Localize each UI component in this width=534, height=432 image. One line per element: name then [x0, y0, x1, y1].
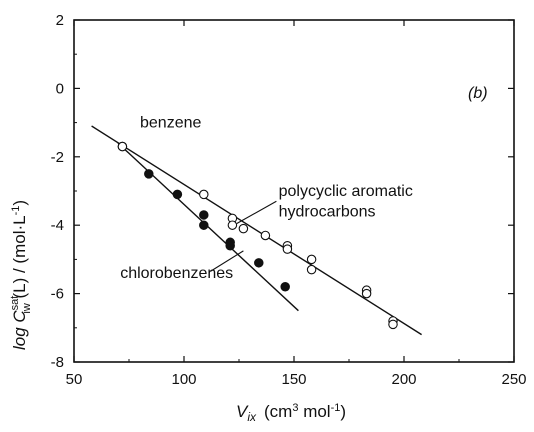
y-tick-label: -2 [51, 149, 64, 166]
y-tick-label: -4 [51, 217, 64, 234]
annotation-chlorobenzenes: chlorobenzenes [120, 265, 233, 282]
y-tick-label: 2 [56, 12, 64, 29]
pah-leader [236, 200, 277, 224]
y-tick-label: -8 [51, 354, 64, 371]
filled-data-point [225, 240, 235, 251]
annotation-pah-line1: polycyclic aromatic [279, 183, 413, 200]
filled-data-point [199, 210, 209, 220]
filled-data-point [280, 282, 290, 292]
open-data-point [238, 223, 249, 234]
open-data-point [361, 288, 372, 299]
y-tick-label: -6 [51, 286, 64, 303]
open-data-point [388, 319, 398, 330]
x-tick-label: 250 [501, 371, 526, 388]
x-tick-label: 50 [66, 371, 83, 388]
filled-data-point [172, 189, 183, 200]
open-data-point [199, 189, 209, 200]
y-axis-label: log Csatiw (L) / (mol·L-1) [9, 200, 33, 350]
open-data-point [260, 230, 271, 241]
chloro-leader [210, 250, 244, 272]
open-data-point [227, 220, 238, 230]
open-data-point [282, 244, 293, 254]
annotation-benzene: benzene [140, 115, 201, 132]
y-tick-label: 0 [56, 80, 64, 97]
open-data-point [306, 264, 317, 275]
filled-data-point [144, 169, 154, 179]
fit-line-2 [91, 125, 422, 336]
open-data-point [306, 254, 317, 265]
x-axis-label: Vix(cm3 mol-1) [236, 402, 346, 424]
x-tick-label: 150 [281, 371, 306, 388]
x-tick-label: 100 [171, 371, 196, 388]
annotation-pah-line2: hydrocarbons [279, 204, 376, 221]
panel-label: (b) [468, 85, 488, 102]
filled-data-point [199, 220, 209, 230]
filled-data-point [254, 258, 264, 268]
open-data-point [117, 141, 128, 152]
x-tick-label: 200 [391, 371, 416, 388]
